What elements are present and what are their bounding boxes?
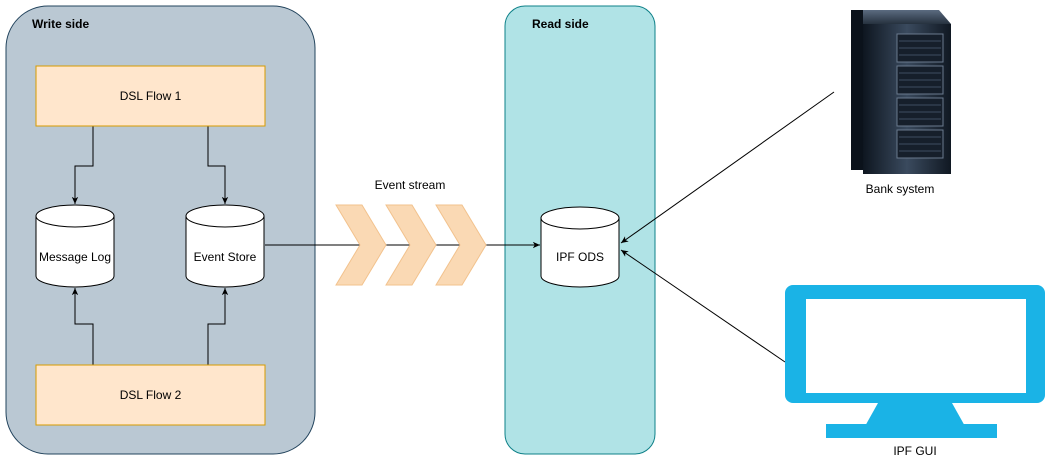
- read-side-title: Read side: [532, 17, 589, 31]
- event-stream-label: Event stream: [375, 178, 446, 192]
- connector-flow2-to-message-log: [71, 288, 94, 365]
- event-stream: Event stream: [335, 178, 487, 286]
- connector-flow1-to-event-store: [207, 126, 229, 204]
- bank-system-label: Bank system: [866, 182, 935, 196]
- connectors: [71, 91, 835, 365]
- monitor-icon: [785, 285, 1045, 438]
- connector-gui-to-ods: [620, 249, 786, 363]
- event-store-label: Event Store: [194, 250, 257, 264]
- event-store-cylinder: Event Store: [185, 204, 265, 288]
- event-stream-chevron-2: [385, 204, 437, 286]
- event-stream-chevron-3: [435, 204, 487, 286]
- dsl-flow-2-label: DSL Flow 2: [120, 388, 182, 402]
- ipf-ods-label: IPF ODS: [556, 250, 604, 264]
- event-stream-chevron-1: [335, 204, 387, 286]
- ipf-gui-label: IPF GUI: [893, 444, 936, 458]
- connector-flow1-to-message-log: [71, 126, 94, 204]
- server-rack-icon: [851, 10, 951, 174]
- dsl-flow-1-box: DSL Flow 1: [35, 65, 266, 127]
- message-log-label: Message Log: [39, 250, 111, 264]
- dsl-flow-2-box: DSL Flow 2: [35, 364, 266, 426]
- write-side-title: Write side: [32, 17, 89, 31]
- dsl-flow-1-label: DSL Flow 1: [120, 89, 182, 103]
- connector-flow2-to-event-store: [207, 288, 229, 365]
- connector-bank-to-ods: [620, 91, 835, 244]
- ipf-ods-cylinder: IPF ODS: [540, 206, 620, 288]
- message-log-cylinder: Message Log: [35, 204, 115, 288]
